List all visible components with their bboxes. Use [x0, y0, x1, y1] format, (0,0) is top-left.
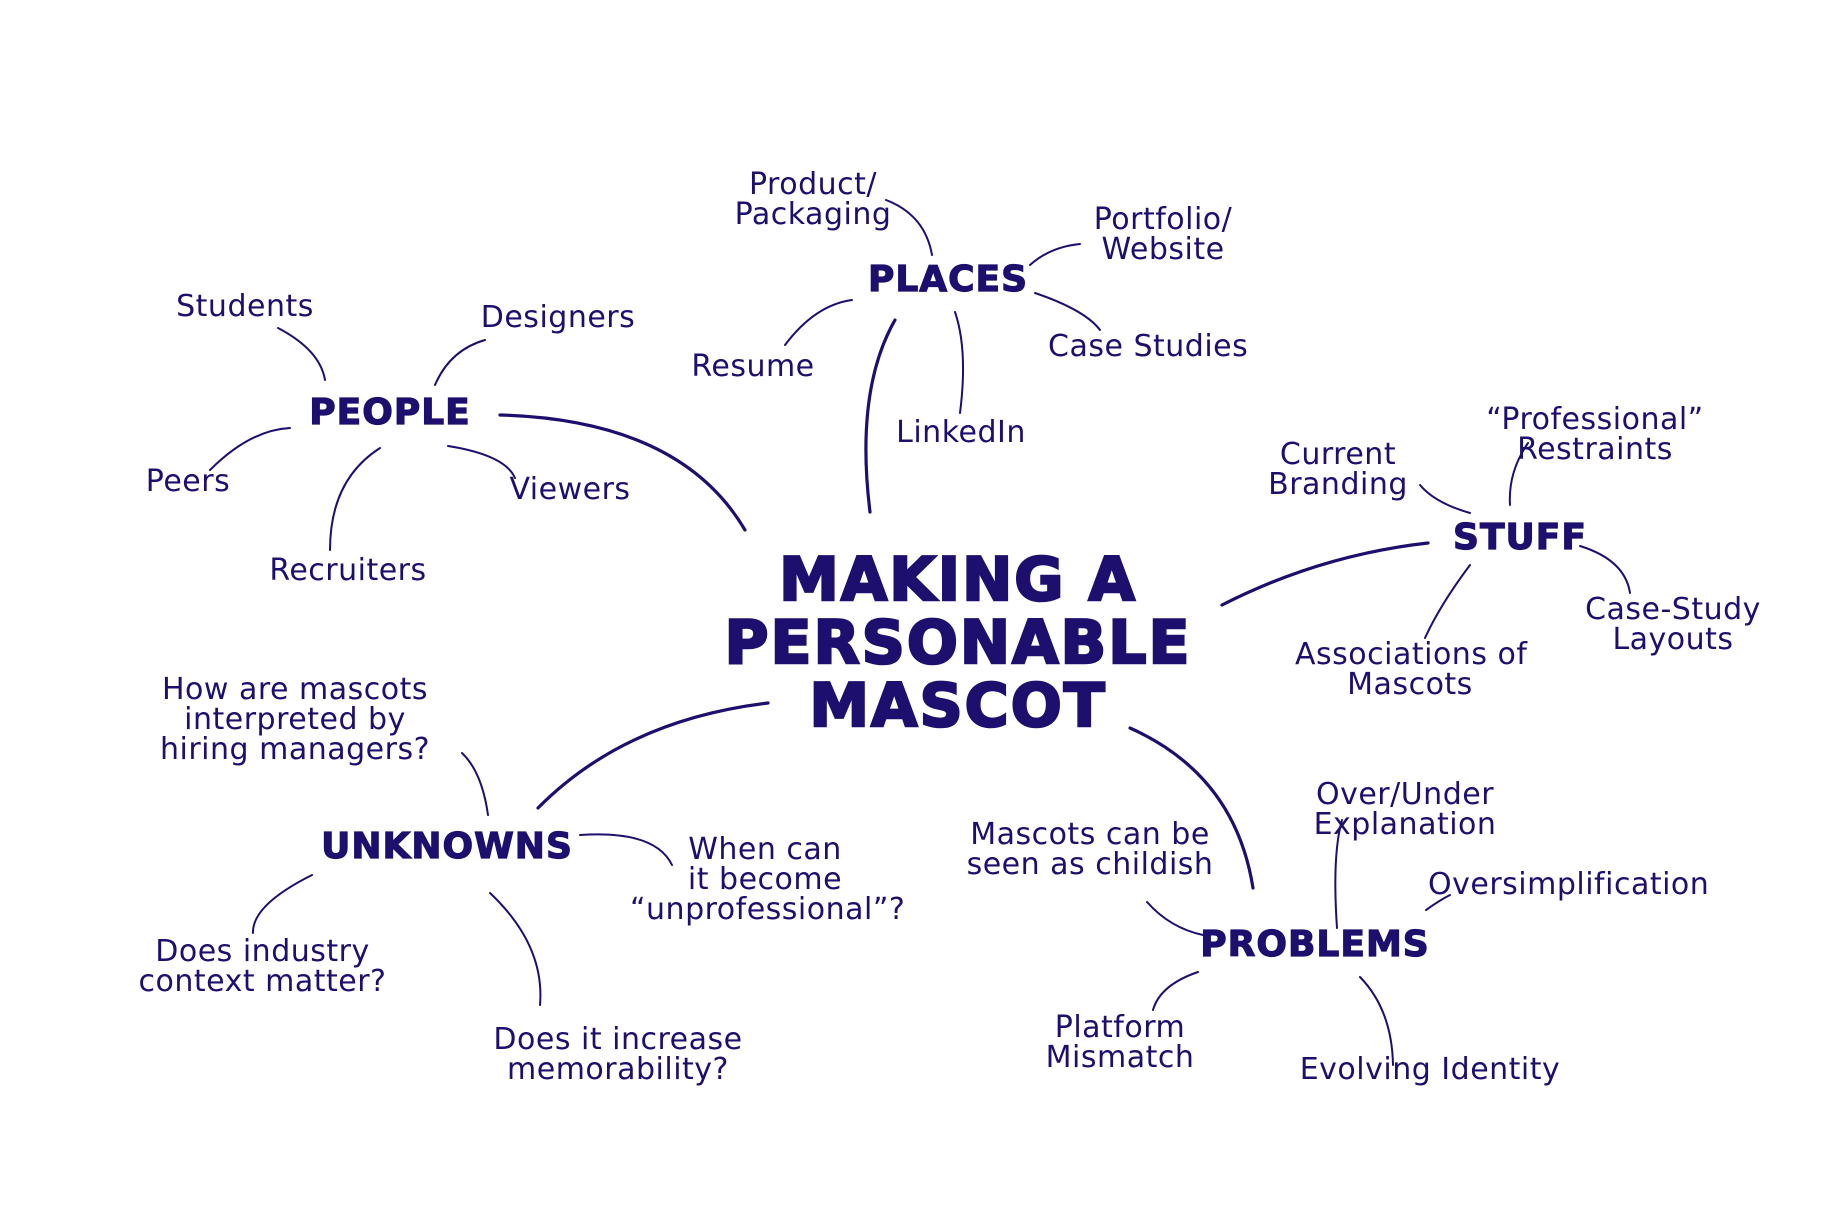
leaf-product-packaging: Product/ Packaging	[728, 170, 898, 230]
leaf-line: Restraints	[1517, 432, 1673, 467]
leaf-line: Does industry	[155, 934, 370, 969]
leaf-platform-mismatch: Platform Mismatch	[1030, 1013, 1210, 1073]
leaf-associations-of-mascots: Associations of Mascots	[1295, 637, 1528, 702]
category-places: PLACES	[867, 259, 1029, 300]
connector-case-studies	[1034, 292, 1101, 331]
branch-stuff	[1220, 541, 1430, 607]
leaf-line: Does it increase	[493, 1022, 743, 1057]
leaf-line: Packaging	[734, 197, 892, 232]
leaf-current-branding: Current Branding	[1258, 440, 1418, 500]
leaf-line: Portfolio/	[1093, 202, 1233, 237]
leaf-memorability: Does it increase memorability?	[478, 1025, 758, 1085]
leaf-case-studies: Case Studies	[1048, 329, 1249, 364]
branch-unknowns	[536, 701, 770, 810]
leaf-mascots-childish: Mascots can be seen as childish	[965, 820, 1215, 880]
category-problems: PROBLEMS	[1200, 924, 1430, 965]
connector-industry	[251, 874, 313, 934]
leaf-line: Mascots	[1347, 667, 1473, 702]
leaf-oversimplification: Oversimplification	[1428, 867, 1710, 902]
branch-people	[498, 413, 747, 532]
connector-product	[885, 199, 933, 256]
leaf-line: Mismatch	[1045, 1040, 1195, 1075]
connector-designers	[434, 339, 486, 386]
leaf-line: When can	[688, 832, 842, 867]
connector-viewers	[447, 445, 516, 479]
connector-over-under	[1334, 819, 1343, 929]
branch-places	[864, 318, 897, 514]
central-title-line: MASCOT	[808, 671, 1107, 741]
leaf-resume: Resume	[691, 349, 815, 384]
leaf-line: Platform	[1054, 1010, 1186, 1045]
leaf-line: How are mascots	[161, 672, 428, 707]
leaf-line: Product/	[748, 167, 877, 202]
connector-branding	[1419, 484, 1471, 514]
leaf-line: Explanation	[1313, 807, 1497, 842]
leaf-line: interpreted by	[184, 702, 406, 737]
category-unknowns: UNKNOWNS	[321, 826, 573, 867]
connector-platform	[1152, 971, 1199, 1011]
leaf-line: Layouts	[1612, 622, 1734, 657]
central-title-line: PERSONABLE	[723, 608, 1192, 678]
connector-recruiters	[329, 447, 381, 551]
connector-linkedin	[954, 311, 965, 414]
leaf-line: memorability?	[507, 1052, 729, 1087]
leaf-line: Website	[1101, 232, 1225, 267]
leaf-linkedin: LinkedIn	[896, 415, 1026, 450]
leaf-line: seen as childish	[966, 847, 1214, 882]
leaf-line: “unprofessional”?	[630, 892, 906, 927]
connector-restraints	[1508, 442, 1529, 506]
leaf-evolving-identity: Evolving Identity	[1299, 1052, 1561, 1087]
leaf-students: Students	[176, 289, 314, 324]
leaf-line: it become	[687, 862, 843, 897]
category-people: PEOPLE	[309, 392, 471, 433]
connector-peers	[209, 427, 291, 471]
leaf-unprofessional: When can it become “unprofessional”?	[630, 832, 906, 927]
leaf-line: Over/Under	[1315, 777, 1495, 812]
leaf-portfolio-website: Portfolio/ Website	[1068, 205, 1258, 265]
leaf-case-study-layouts: Case-Study Layouts	[1568, 595, 1778, 655]
leaf-peers: Peers	[145, 464, 231, 499]
connector-layouts	[1579, 545, 1631, 594]
branch-problems	[1128, 726, 1255, 890]
connector-hiring	[461, 752, 489, 816]
connector-associations	[1424, 564, 1471, 639]
connector-memorability	[489, 892, 542, 1006]
leaf-recruiters: Recruiters	[269, 553, 427, 588]
central-title: MAKING A PERSONABLE MASCOT	[668, 545, 1248, 741]
connector-portfolio	[1029, 243, 1081, 266]
leaf-line: “Professional”	[1486, 402, 1704, 437]
leaf-professional-restraints: “Professional” Restraints	[1475, 405, 1715, 465]
leaf-viewers: Viewers	[509, 472, 631, 507]
leaf-line: Associations of	[1295, 637, 1528, 672]
leaf-line: context matter?	[138, 964, 387, 999]
connector-childish	[1146, 901, 1204, 936]
connector-evolving	[1359, 976, 1394, 1066]
leaf-over-under-explanation: Over/Under Explanation	[1300, 780, 1510, 840]
leaf-industry-context: Does industry context matter?	[130, 937, 395, 997]
leaf-hiring-managers: How are mascots interpreted by hiring ma…	[160, 675, 430, 765]
leaf-line: Mascots can be	[970, 817, 1210, 852]
connector-resume	[784, 299, 853, 346]
connector-unprofessional	[579, 833, 673, 866]
connector-oversimplification	[1425, 894, 1451, 911]
leaf-designers: Designers	[480, 300, 636, 335]
leaf-line: Case-Study	[1585, 592, 1761, 627]
leaf-line: hiring managers?	[160, 732, 431, 767]
category-stuff: STUFF	[1452, 517, 1587, 558]
leaf-line: Current	[1279, 437, 1397, 472]
connector-students	[277, 327, 326, 381]
central-title-line: MAKING A	[778, 545, 1137, 615]
leaf-line: Branding	[1268, 467, 1408, 502]
